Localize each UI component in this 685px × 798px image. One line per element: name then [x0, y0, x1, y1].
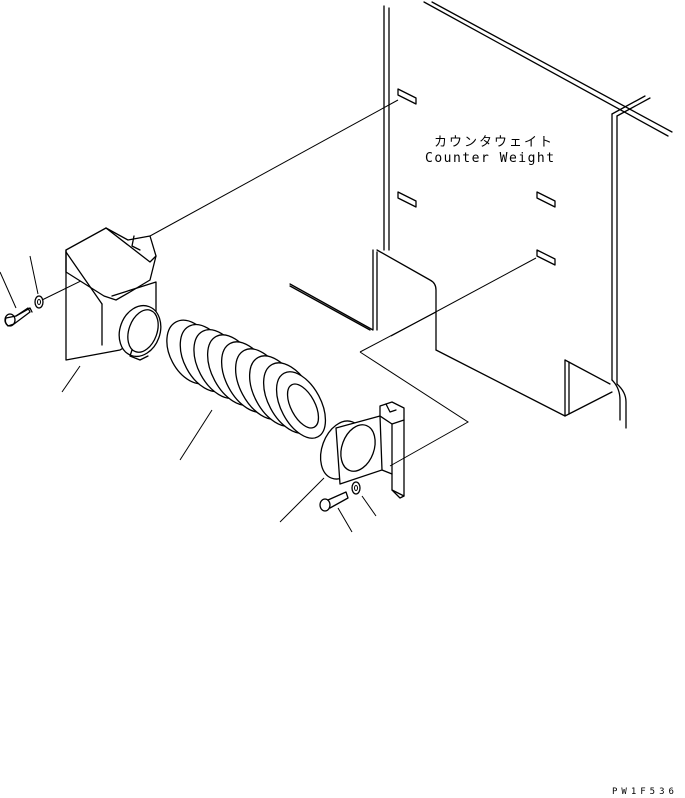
leader-bolt-left — [0, 271, 17, 309]
counterweight-plate — [289, 1, 673, 429]
leader-hose — [179, 409, 213, 461]
bolt-left — [4, 307, 33, 327]
leader-bolt-right — [337, 507, 353, 533]
leader-flange — [279, 477, 325, 523]
label-en: Counter Weight — [425, 151, 556, 166]
mounting-slot — [397, 88, 556, 266]
bellows-hose — [166, 319, 327, 439]
leader-washer-right — [361, 495, 377, 517]
label-jp: カウンタウェイト — [434, 135, 554, 150]
washer-right — [351, 481, 361, 495]
figure-code: PW1F536 — [612, 787, 678, 797]
flange-adapter — [319, 401, 405, 499]
bolt-right — [319, 491, 349, 512]
leader-duct — [61, 365, 81, 393]
leader-washer-left — [29, 255, 39, 295]
washer-left — [34, 295, 44, 309]
elbow-duct — [65, 227, 162, 361]
